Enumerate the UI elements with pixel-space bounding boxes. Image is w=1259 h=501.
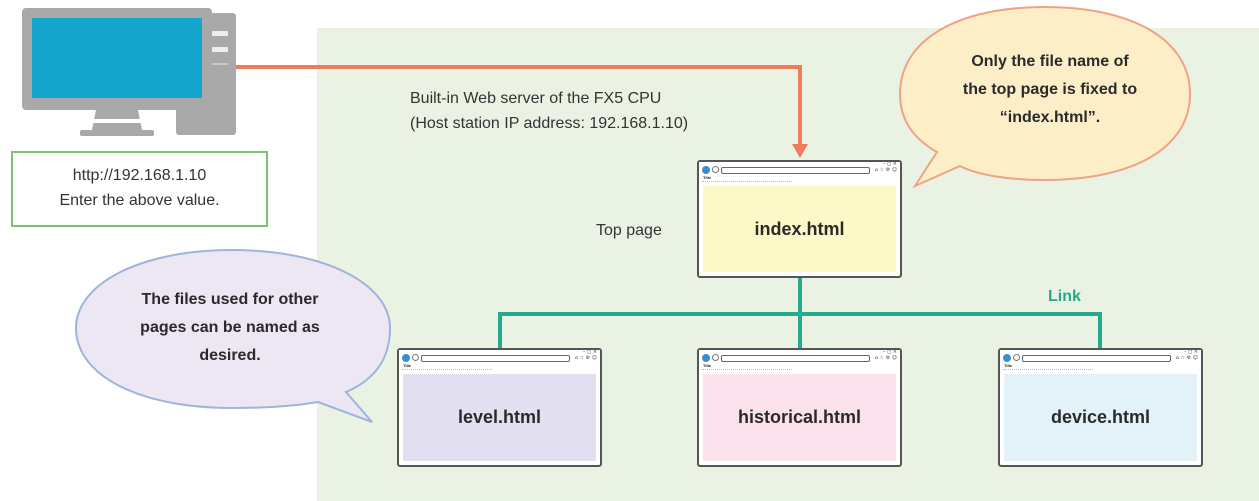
url-instruction-box: http://192.168.1.10 Enter the above valu… — [11, 151, 268, 227]
menu-bar — [402, 369, 492, 373]
browser-window-device: – ◻ × ⌂ ☆ ⚙ ☺ Title device.html — [998, 348, 1203, 467]
toolbar-icons: ⌂ ☆ ⚙ ☺ — [874, 167, 897, 173]
address-bar — [1022, 355, 1171, 362]
back-arrow-icon — [702, 166, 710, 174]
address-bar — [421, 355, 570, 362]
request-arrow — [236, 65, 802, 145]
bubble-left-line3: desired. — [199, 347, 261, 364]
menu-bar — [702, 181, 792, 185]
bubble-right-line1: Only the file name of — [971, 53, 1129, 70]
forward-arrow-icon — [1013, 354, 1020, 361]
arrowhead-icon — [792, 144, 808, 158]
menu-bar — [702, 369, 792, 373]
toolbar-icons: ⌂ ☆ ⚙ ☺ — [1175, 355, 1198, 361]
toolbar-icons: ⌂ ☆ ⚙ ☺ — [874, 355, 897, 361]
page-content-historical: historical.html — [703, 374, 896, 461]
server-label-line1: Built-in Web server of the FX5 CPU — [410, 90, 662, 107]
bubble-right-line2: the top page is fixed to — [962, 81, 1138, 98]
page-content-index: index.html — [703, 186, 896, 272]
window-controls-icon: – ◻ × — [1183, 349, 1198, 355]
menu-bar — [1003, 369, 1093, 373]
back-arrow-icon — [1003, 354, 1011, 362]
browser-chrome: – ◻ × ⌂ ☆ ⚙ ☺ Title — [399, 349, 600, 376]
server-label: Built-in Web server of the FX5 CPU (Host… — [410, 86, 810, 136]
nav-buttons — [1003, 354, 1025, 362]
bubble-left-text: The files used for other pages can be na… — [90, 286, 370, 370]
page-content-level: level.html — [403, 374, 596, 461]
back-arrow-icon — [402, 354, 410, 362]
speech-bubble-right — [898, 5, 1192, 189]
link-label: Link — [1048, 288, 1081, 305]
window-controls-icon: – ◻ × — [582, 349, 597, 355]
forward-arrow-icon — [412, 354, 419, 361]
window-controls-icon: – ◻ × — [882, 349, 897, 355]
address-bar — [721, 355, 870, 362]
bubble-right-line3: “index.html”. — [999, 109, 1101, 126]
bubble-right-text: Only the file name of the top page is fi… — [920, 48, 1180, 132]
bubble-left-line2: pages can be named as — [140, 319, 320, 336]
browser-window-level: – ◻ × ⌂ ☆ ⚙ ☺ Title level.html — [397, 348, 602, 467]
forward-arrow-icon — [712, 166, 719, 173]
forward-arrow-icon — [712, 354, 719, 361]
browser-chrome: – ◻ × ⌂ ☆ ⚙ ☺ Title — [699, 161, 900, 188]
nav-buttons — [702, 354, 724, 362]
url-instruction-text: Enter the above value. — [59, 192, 220, 209]
tab-title: Title — [703, 363, 712, 368]
speech-bubble-left — [74, 248, 392, 423]
url-text: http://192.168.1.10 — [72, 167, 207, 184]
monitor-icon — [22, 8, 212, 136]
tab-title: Title — [403, 363, 412, 368]
address-bar — [721, 167, 870, 174]
tab-title: Title — [1004, 363, 1013, 368]
nav-buttons — [702, 166, 724, 174]
browser-chrome: – ◻ × ⌂ ☆ ⚙ ☺ Title — [1000, 349, 1201, 376]
bubble-left-line1: The files used for other — [141, 291, 319, 308]
window-controls-icon: – ◻ × — [882, 161, 897, 167]
tab-title: Title — [703, 175, 712, 180]
browser-chrome: – ◻ × ⌂ ☆ ⚙ ☺ Title — [699, 349, 900, 376]
nav-buttons — [402, 354, 424, 362]
link-tree — [498, 278, 1102, 348]
back-arrow-icon — [702, 354, 710, 362]
server-label-line2: (Host station IP address: 192.168.1.10) — [410, 115, 689, 132]
page-content-device: device.html — [1004, 374, 1197, 461]
browser-window-historical: – ◻ × ⌂ ☆ ⚙ ☺ Title historical.html — [697, 348, 902, 467]
browser-window-index: – ◻ × ⌂ ☆ ⚙ ☺ Title index.html — [697, 160, 902, 278]
toolbar-icons: ⌂ ☆ ⚙ ☺ — [574, 355, 597, 361]
top-page-label: Top page — [596, 222, 662, 239]
